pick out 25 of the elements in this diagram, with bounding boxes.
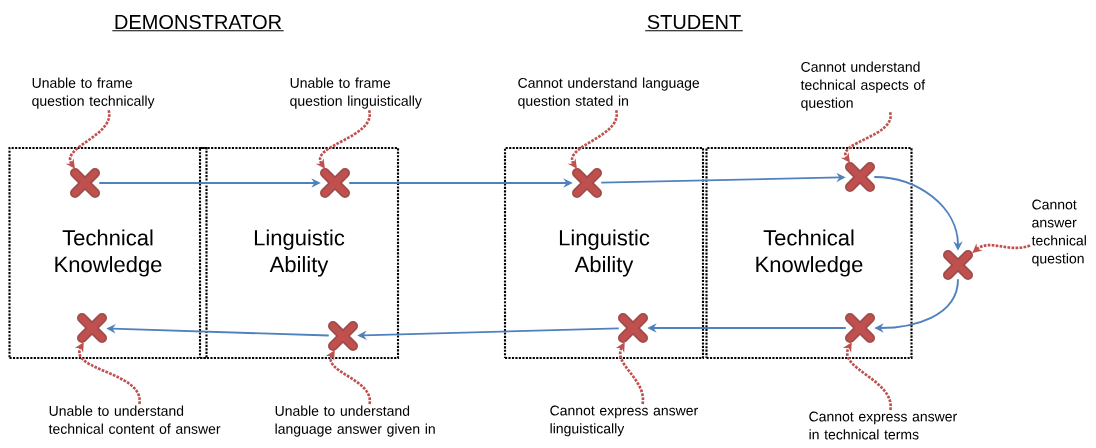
annotation-text: Cannot express answer in technical terms [809, 411, 957, 440]
annotation-text: Cannot understand technical aspects of question [800, 61, 926, 111]
knowledge-box: Linguistic Ability [503, 146, 705, 360]
annotation-text: Unable to understand language answer given in [275, 405, 435, 437]
cross-mark [845, 313, 875, 343]
heading: STUDENT [644, 14, 744, 32]
heading: DEMONSTRATOR [111, 14, 285, 32]
cross-mark [320, 168, 350, 198]
annotation-text: Unable to understand technical content of answer [48, 405, 221, 434]
cross-mark [618, 313, 648, 343]
leader-arrow [972, 243, 1031, 253]
cross-mark [328, 321, 358, 351]
cross-mark [845, 162, 875, 192]
annotation-text: Unable to frame question linguistically [290, 77, 422, 109]
annotation-text: Cannot express answer linguistically [550, 405, 698, 437]
annotation-text: Unable to frame question technically [32, 77, 155, 109]
cross-mark [77, 313, 107, 343]
cross-mark [70, 168, 100, 198]
annotation-text: Cannot understand language question stated in [518, 77, 700, 109]
knowledge-box: Technical Knowledge [705, 146, 913, 360]
knowledge-box: Technical Knowledge [8, 146, 208, 360]
cross-mark [943, 250, 973, 280]
cross-mark [572, 168, 602, 198]
annotation-text: Cannot answer technical question [1031, 199, 1086, 267]
knowledge-box: Linguistic Ability [198, 146, 400, 360]
